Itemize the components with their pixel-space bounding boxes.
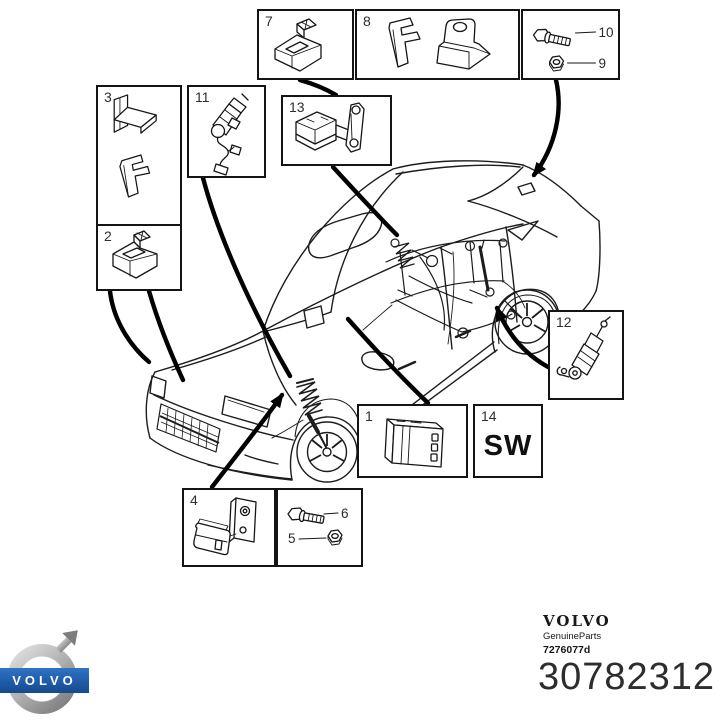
leader-bolts-upper [531, 77, 561, 178]
leader-box13 [330, 164, 400, 238]
side-mirror [361, 351, 395, 371]
volvo-wordmark: VOLVO [543, 612, 611, 630]
headlight [221, 395, 272, 428]
part-12-icon [556, 316, 611, 380]
leader-box12 [494, 305, 551, 370]
grille [156, 403, 221, 453]
genuine-parts-label: GenuineParts [543, 631, 602, 642]
callout-number-11: 11 [195, 89, 210, 105]
callout-box-bolts-lower: 6 5 [276, 488, 363, 567]
callout-number-7: 7 [265, 13, 273, 29]
part-11-icon [210, 93, 249, 176]
leader-box3 [107, 288, 152, 365]
callout-number-13: 13 [289, 99, 305, 115]
leader-box11 [200, 175, 293, 379]
sunroof [307, 212, 383, 259]
part-4-icon [193, 497, 257, 556]
leader-box4 [209, 392, 285, 490]
brand-block: VOLVO GenuineParts 7276077d [543, 612, 611, 656]
callout-box-11: 11 [187, 85, 266, 178]
part-8-icon [388, 17, 491, 70]
nut-icon [548, 55, 565, 72]
leader-box7 [297, 77, 339, 98]
callout-box-1: 1 [357, 404, 468, 478]
document-reference: 7276077d [543, 644, 591, 656]
rear-suspension [362, 238, 526, 345]
volvo-logo-band: VOLVO [0, 668, 89, 693]
callout-box-13: 13 [281, 95, 392, 166]
volvo-logo: VOLVO [0, 623, 89, 718]
callout-box-4: 4 [182, 488, 276, 567]
part-13-icon [295, 102, 365, 153]
part-3-icon [113, 94, 157, 198]
rear-deck-plate [517, 182, 536, 196]
callout-number-4: 4 [190, 492, 198, 508]
callout-number-2: 2 [104, 228, 112, 244]
callout-number-3: 3 [104, 89, 112, 105]
bolt-nut-lower-icons: 6 5 [287, 506, 349, 546]
front-suspension [271, 378, 327, 448]
callout-number-14: 14 [481, 408, 497, 424]
part-2-icon [112, 230, 158, 279]
software-label: SW [483, 430, 533, 462]
door-plate [303, 305, 325, 329]
bolt-nut-upper-icons: 10 9 [532, 25, 614, 72]
callout-box-bolts-upper: 10 9 [521, 9, 620, 80]
callout-number-8: 8 [363, 13, 371, 29]
leader-box2 [146, 288, 186, 383]
nut-lower-label: 5 [288, 531, 296, 546]
callout-box-3: 3 [96, 85, 182, 226]
front-wheel [294, 398, 361, 483]
callout-box-2: 2 [96, 224, 182, 291]
bolt-lower-label: 6 [341, 506, 349, 521]
part-number: 30782312 [538, 656, 716, 698]
callout-box-8: 8 [355, 9, 520, 80]
bolt-upper-label: 10 [599, 25, 614, 40]
callout-box-7: 7 [257, 9, 354, 80]
leader-box1 [345, 316, 431, 406]
callout-box-12: 12 [548, 310, 624, 400]
leader-lines [107, 77, 561, 490]
volvo-logo-text: VOLVO [12, 673, 77, 688]
bolt-icon [287, 507, 325, 524]
nut-upper-label: 9 [599, 56, 607, 71]
callout-number-12: 12 [556, 314, 572, 330]
part-1-icon [384, 418, 444, 468]
part-7-icon [274, 18, 322, 72]
nut-icon [327, 529, 343, 546]
callout-number-1: 1 [365, 408, 373, 424]
bolt-icon [532, 28, 571, 47]
callout-box-14: 14 SW [473, 404, 543, 478]
